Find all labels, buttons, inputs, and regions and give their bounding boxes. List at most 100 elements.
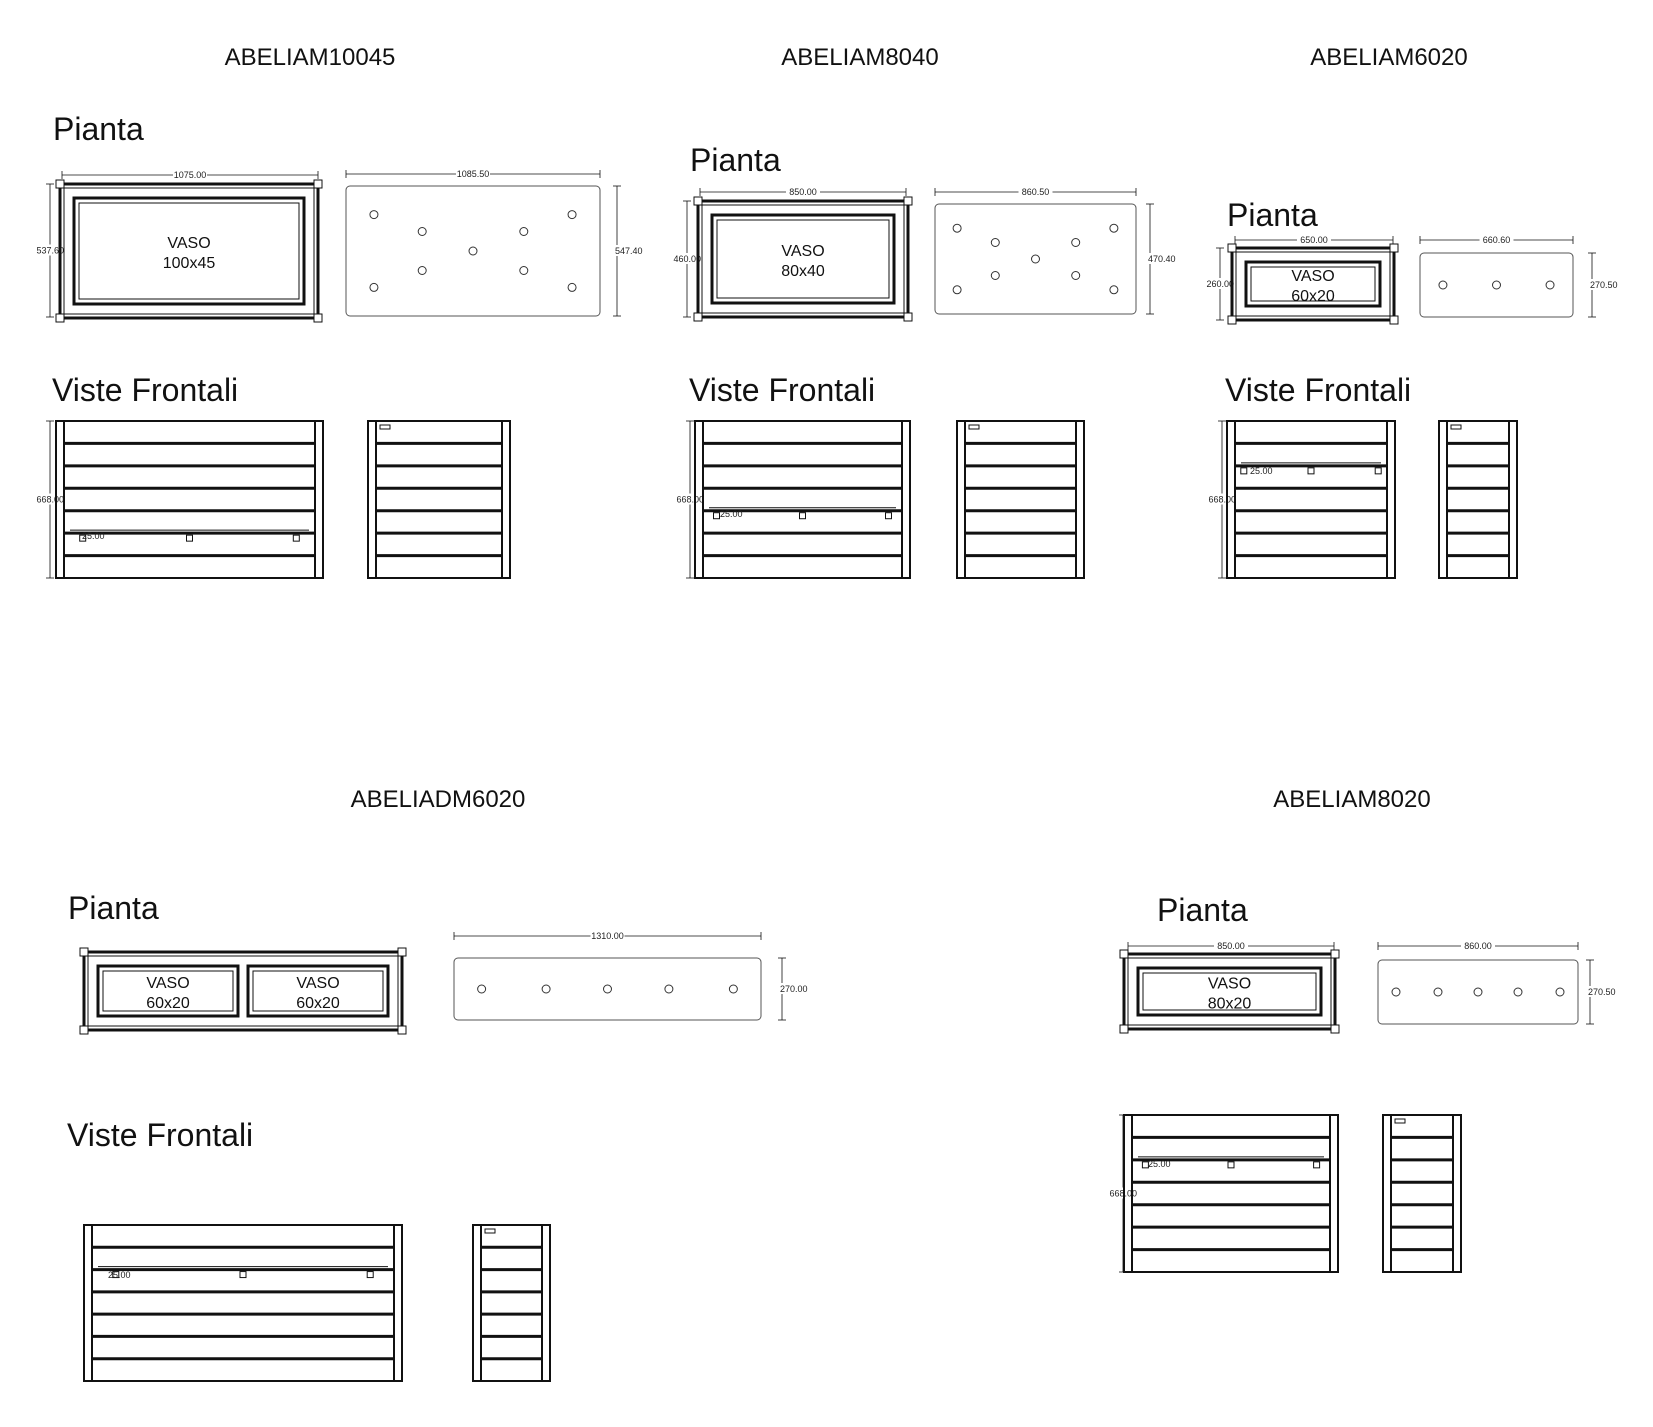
planter-outer-frame	[1230, 246, 1396, 322]
front-heading-abeliam10045: Viste Frontali	[52, 372, 239, 408]
dim-label-bg	[786, 186, 820, 197]
planter-outer-frame	[82, 950, 404, 1032]
model-title-abeliam6020: ABELIAM6020	[1310, 44, 1468, 71]
side-post	[83, 1224, 93, 1382]
corner-post	[55, 313, 65, 323]
base-plate-abeliam6020	[1419, 252, 1574, 318]
front-view-abeliam8020	[1123, 1114, 1339, 1273]
fixing-hole	[369, 282, 379, 292]
dim-plan-width-abeliam10045: 1075.00	[61, 169, 319, 180]
corner-post	[1119, 1024, 1129, 1034]
fixing-hole	[1109, 285, 1119, 295]
fixing-hole	[1071, 238, 1081, 247]
clip-marker	[112, 1271, 120, 1279]
dim-height-abeliam6020: 668.00	[1208, 420, 1236, 579]
base-plate-abeliadm6020	[453, 957, 762, 1021]
fixing-hole	[990, 271, 1000, 280]
dim-label-bg	[1018, 186, 1053, 197]
fixing-hole	[1438, 280, 1448, 290]
dim-base-width-abeliam8020: 860.00	[1377, 940, 1579, 951]
dim-base-depth-abeliam8040: 470.40	[1136, 203, 1176, 315]
corner-post	[903, 196, 913, 206]
dim-label: 660.60	[1483, 235, 1511, 245]
model-title-abeliam10045: ABELIAM10045	[224, 44, 396, 71]
dim-label: 860.00	[1464, 941, 1492, 951]
planter-inner-frame	[63, 187, 315, 315]
vaso-size-label: 100x45	[163, 255, 216, 272]
corner-post	[1227, 315, 1237, 325]
fixing-hole	[728, 984, 738, 994]
dim-label: 260.00	[1206, 279, 1234, 289]
dim-plan-width-abeliam6020: 650.00	[1234, 234, 1394, 245]
side-post	[1329, 1114, 1339, 1273]
dim-slot-abeliam8040: 25.00	[720, 509, 743, 519]
corner-post	[693, 312, 703, 322]
fixing-hole	[477, 984, 487, 994]
corner-post	[79, 947, 89, 957]
dim-label-bg	[1461, 940, 1495, 951]
base-plate	[1377, 959, 1579, 1025]
corner-post	[1389, 315, 1399, 325]
side-view-abeliam6020	[1438, 420, 1518, 579]
vaso-label: VASO	[146, 975, 189, 992]
dim-plan-depth-abeliam6020: 260.00	[1206, 247, 1234, 321]
planter-inner-frame	[701, 204, 905, 314]
dim-slot-abeliam10045: 25.00	[82, 531, 105, 541]
dim-height-abeliam10045: 668.00	[36, 420, 64, 579]
fixing-hole	[417, 227, 427, 236]
dim-label-bg	[590, 930, 625, 941]
corner-post	[79, 1025, 89, 1035]
base-plate-abeliam10045	[345, 185, 601, 317]
vaso-insert	[72, 196, 306, 306]
dim-label: 668.00	[676, 495, 704, 505]
corner-post	[693, 196, 703, 206]
side-post	[1508, 420, 1518, 579]
clip-marker	[713, 512, 720, 520]
fixing-hole	[567, 282, 577, 292]
side-post	[393, 1224, 403, 1382]
dim-label: 850.00	[789, 187, 817, 197]
fixing-hole	[1071, 271, 1081, 280]
fixing-hole	[567, 210, 577, 220]
dim-label: 668.00	[36, 495, 64, 505]
vaso-label: VASO	[781, 243, 824, 260]
fixing-hole	[519, 227, 529, 236]
front-heading-abeliam6020: Viste Frontali	[1225, 372, 1412, 408]
front-view-abeliam6020	[1226, 420, 1396, 579]
fixing-hole	[1513, 987, 1523, 997]
vaso-insert-inner	[78, 202, 300, 300]
fixing-hole	[369, 210, 379, 220]
vaso-label: VASO	[296, 975, 339, 992]
planter-inner-frame	[87, 955, 399, 1027]
base-plate	[1419, 252, 1574, 318]
vaso-insert-inner	[1250, 266, 1376, 302]
corner-post	[313, 179, 323, 189]
vaso-size-label: 60x20	[1291, 288, 1335, 305]
dim-label-bg	[1136, 253, 1164, 264]
fixing-hole	[541, 984, 551, 994]
dim-label: 547.40	[615, 246, 643, 256]
dim-label-bg	[603, 245, 631, 256]
corner-post	[1389, 243, 1399, 253]
side-view-abeliam8040	[956, 420, 1085, 579]
planter-outer-frame	[696, 199, 910, 319]
clip-marker	[799, 512, 806, 520]
dim-label: 270.00	[780, 984, 808, 994]
label-tag	[484, 1228, 496, 1234]
vaso-insert-inner	[1142, 972, 1317, 1011]
dim-label: 668.00	[1208, 495, 1236, 505]
planter-outer-frame	[1122, 952, 1337, 1031]
fixing-hole	[1492, 280, 1501, 290]
dim-label: 470.40	[1148, 254, 1176, 264]
corner-post	[1119, 949, 1129, 959]
dim-label-bg	[1479, 234, 1514, 245]
fixing-hole	[1555, 987, 1565, 997]
corner-post	[313, 313, 323, 323]
dim-label: 650.00	[1300, 235, 1328, 245]
fixing-hole	[952, 223, 962, 233]
vaso-size-label: 80x40	[781, 263, 825, 280]
clip-marker	[1374, 467, 1382, 475]
side-post	[956, 420, 966, 579]
